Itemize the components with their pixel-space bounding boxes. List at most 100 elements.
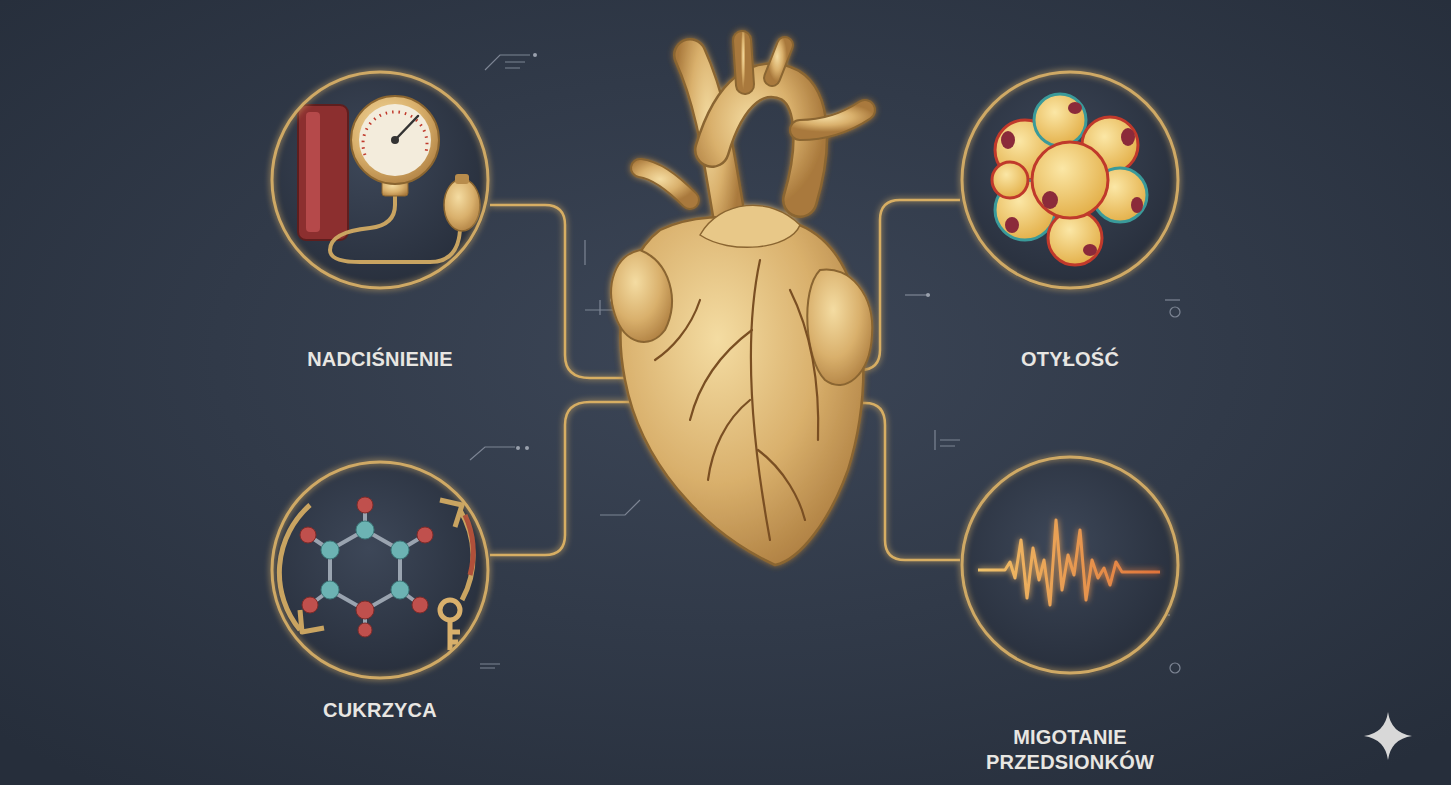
glucose-molecule (321, 521, 409, 599)
circle-outline (960, 70, 1180, 290)
heart-illustration (640, 40, 865, 250)
fat-cells (1034, 94, 1086, 146)
glucose-molecule (302, 597, 318, 613)
glucose-molecule (300, 527, 316, 543)
tech-decoration (1165, 299, 1180, 300)
icon-disc (270, 460, 490, 680)
heart-illustration (751, 260, 770, 540)
blood-pressure-gauge (306, 112, 320, 232)
leader-line (490, 402, 632, 555)
heart-illustration (640, 168, 690, 200)
risk-label: CUKRZYCA (270, 698, 490, 723)
tech-decoration (940, 440, 960, 446)
blood-pressure-gauge (395, 116, 418, 140)
tech-decoration (934, 430, 935, 450)
heart-illustration (611, 250, 672, 342)
heart-illustration (742, 40, 745, 85)
glucose-molecule (330, 530, 400, 610)
tech-decoration (480, 664, 500, 668)
glucose-molecule (357, 497, 373, 513)
glucose-molecule (460, 510, 473, 600)
glucose-molecule (412, 597, 428, 613)
blood-pressure-gauge (359, 104, 431, 176)
risk-circle: CUKRZYCA (270, 460, 490, 680)
blood-pressure-gauge (444, 179, 480, 231)
blood-pressure-gauge (363, 112, 427, 155)
heart-illustration (772, 45, 785, 78)
heart-illustration (611, 40, 872, 565)
fat-cells (992, 94, 1147, 265)
glucose-molecule (300, 610, 324, 632)
blood-pressure-gauge (391, 136, 399, 144)
glucose-molecule (440, 600, 460, 620)
heart-illustration (790, 290, 818, 440)
circle-ring (272, 72, 488, 288)
heart-illustration (800, 110, 865, 130)
circle-outline (270, 460, 490, 680)
glucose-molecule (308, 505, 425, 630)
tech-decoration (485, 55, 530, 70)
tech-dot (516, 446, 520, 450)
circle-ring (962, 457, 1178, 673)
glucose-molecule (356, 601, 374, 619)
heart-illustration (807, 269, 872, 385)
heart-illustration (655, 260, 818, 540)
risk-circle: NADCIŚNIENIE (270, 70, 490, 290)
tech-decoration (1170, 307, 1180, 317)
tech-decoration (505, 62, 525, 68)
fat-cells (1005, 217, 1019, 233)
risk-label: NADCIŚNIENIE (250, 347, 510, 372)
glucose-molecule (321, 581, 339, 599)
glucose-molecule (356, 521, 374, 539)
heart-illustration (712, 80, 810, 200)
icon-disc (270, 70, 1180, 680)
heart-illustration (640, 168, 690, 200)
tech-decoration (600, 500, 640, 515)
glucose-molecule (391, 541, 409, 559)
heart-illustration (712, 80, 810, 200)
heart-illustration (700, 205, 800, 247)
blood-pressure-gauge (330, 185, 460, 262)
blood-pressure-gauge (298, 105, 348, 240)
blood-pressure-gauge (298, 96, 480, 262)
fat-cells (1121, 128, 1135, 146)
tech-decoration (585, 300, 615, 315)
glucose-molecule (279, 497, 473, 650)
leader-line (490, 205, 628, 378)
heart-illustration (772, 45, 785, 78)
tech-dot (525, 446, 529, 450)
glucose-molecule (308, 505, 425, 630)
circle-outline (960, 455, 1180, 675)
icon-disc (270, 70, 490, 290)
tech-decoration (470, 447, 515, 460)
circle-outline (270, 70, 490, 290)
tech-decoration (584, 240, 585, 265)
sparkle-watermark (1364, 712, 1412, 760)
tech-dot (533, 53, 537, 57)
glucose-molecule (440, 500, 462, 527)
icon-disc (960, 70, 1180, 290)
risk-label: OTYŁOŚĆ (960, 347, 1180, 372)
icon-disc (960, 455, 1180, 675)
glucose-molecule (440, 600, 460, 650)
fat-cells (1042, 191, 1058, 209)
fat-cells (1032, 142, 1108, 218)
heart-illustration (800, 110, 865, 130)
circle-ring (272, 462, 488, 678)
heart-illustration (708, 400, 750, 480)
blood-pressure-gauge (351, 96, 439, 184)
ecg-trace (978, 520, 1160, 605)
fat-cells (1001, 102, 1143, 256)
glucose-molecule (391, 581, 409, 599)
heart-illustration (655, 300, 700, 360)
glucose-molecule (321, 541, 339, 559)
heart-illustration (742, 40, 745, 85)
fat-cells (1131, 197, 1143, 213)
glucose-molecule (465, 515, 473, 575)
blood-pressure-gauge (455, 174, 469, 184)
fat-cells (1001, 131, 1015, 149)
glucose-molecule (358, 623, 372, 637)
